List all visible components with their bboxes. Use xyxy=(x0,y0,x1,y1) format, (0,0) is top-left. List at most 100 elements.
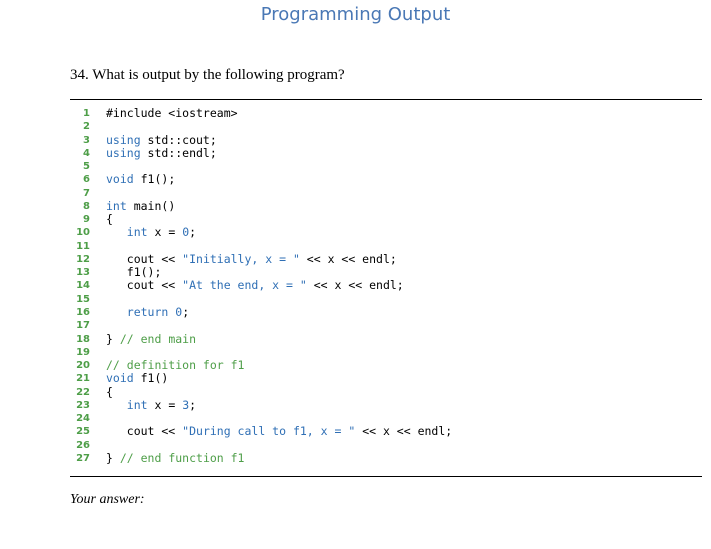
code-token: ; xyxy=(189,225,197,240)
line-number: 11 xyxy=(76,240,90,252)
line-number: 26 xyxy=(76,439,90,451)
code-bottom-rule xyxy=(70,476,702,477)
code-token xyxy=(106,305,127,319)
line-number: 3 xyxy=(83,134,90,146)
code-line: 23 int x = 3; xyxy=(70,397,702,412)
code-token: ; xyxy=(182,304,190,319)
code-token: f1(); xyxy=(133,172,176,187)
code-line: 15 xyxy=(70,293,702,306)
code-line: 26 xyxy=(70,439,702,452)
code-text: using std::cout; xyxy=(106,132,217,147)
line-number: 14 xyxy=(76,280,90,292)
code-text: int x = 3; xyxy=(106,397,197,412)
code-token: 0 xyxy=(182,225,190,240)
code-token: "At the end, x = " xyxy=(182,278,307,293)
code-token: f1(); xyxy=(106,265,162,280)
line-number: 4 xyxy=(83,147,90,159)
code-text: void f1(); xyxy=(106,173,175,186)
line-number: 16 xyxy=(76,306,90,318)
code-token: { xyxy=(106,212,113,227)
code-line: 22 { xyxy=(70,384,702,399)
line-number: 21 xyxy=(76,373,90,385)
code-token xyxy=(106,225,127,239)
page-title: Programming Output xyxy=(260,4,451,25)
answer-label: Your answer: xyxy=(70,492,145,507)
code-token: cout << xyxy=(106,424,183,439)
code-token: void xyxy=(106,371,134,386)
code-line: 16 return 0; xyxy=(70,304,702,319)
code-token: "During call to f1, x = " xyxy=(182,424,356,439)
code-text: int main() xyxy=(106,198,176,213)
code-line: 1 #include <iostream> xyxy=(70,106,702,120)
line-number: 7 xyxy=(83,187,90,199)
code-top-rule xyxy=(70,99,702,100)
question-text: 34. What is output by the following prog… xyxy=(70,67,345,83)
code-token: << x << endl; xyxy=(355,424,453,439)
code-line: 21 void f1() xyxy=(70,372,702,385)
code-line: 2 xyxy=(70,120,702,133)
code-line: 7 xyxy=(70,187,702,200)
code-line: 19 xyxy=(70,346,702,359)
code-token: << x << endl; xyxy=(306,278,404,293)
code-token: } xyxy=(106,331,120,346)
line-number: 10 xyxy=(76,227,90,239)
code-token: x = xyxy=(147,225,183,240)
code-line: 3 using std::cout; xyxy=(70,132,702,147)
code-text: } // end main xyxy=(106,331,197,346)
code-line: 13 f1(); xyxy=(70,266,702,279)
code-token: int xyxy=(106,198,127,213)
code-text: f1(); xyxy=(106,265,162,280)
line-number: 9 xyxy=(83,214,90,226)
code-token: f1() xyxy=(133,371,169,386)
line-number: 24 xyxy=(76,413,90,425)
code-token: } xyxy=(106,450,120,465)
line-number: 27 xyxy=(76,452,90,464)
code-token: int xyxy=(126,397,148,412)
code-line: 9{ xyxy=(70,212,702,227)
code-token: "Initially, x = " xyxy=(182,251,300,266)
code-line: 11 xyxy=(70,240,702,253)
code-token: return xyxy=(126,304,169,319)
code-token: using xyxy=(106,145,141,160)
line-number: 20 xyxy=(76,360,90,372)
code-token: std::cout; xyxy=(140,132,217,147)
code-text: #include <iostream> xyxy=(106,106,238,120)
code-token: ; xyxy=(189,397,197,412)
line-number: 23 xyxy=(76,399,90,411)
code-token: main() xyxy=(126,198,176,213)
code-text: // definition for f1 xyxy=(106,358,244,372)
code-token: << x << endl; xyxy=(299,251,397,266)
code-line: 27 } // end function f1 xyxy=(70,450,702,465)
line-number: 15 xyxy=(76,293,90,305)
line-number: 25 xyxy=(76,426,90,438)
code-text: cout << "Initially, x = " << x << endl; xyxy=(106,251,397,266)
code-token: cout << xyxy=(106,251,183,266)
code-line: 18} // end main xyxy=(70,331,702,346)
code-line: 10 int x = 0; xyxy=(70,226,702,239)
line-number: 6 xyxy=(83,174,90,186)
line-number: 18 xyxy=(76,333,90,345)
code-text: int x = 0; xyxy=(106,226,196,239)
line-number: 12 xyxy=(76,253,90,265)
code-token xyxy=(106,398,127,412)
code-text: void f1() xyxy=(106,372,168,385)
code-token: { xyxy=(106,384,113,399)
code-token: // end main xyxy=(119,331,197,346)
code-line: 25 cout << "During call to f1, x = " << … xyxy=(70,425,702,438)
code-token: 3 xyxy=(182,397,190,412)
code-line: 17 xyxy=(70,319,702,332)
code-text: } // end function f1 xyxy=(106,450,244,465)
line-number: 1 xyxy=(83,108,90,119)
code-token: cout << xyxy=(106,278,183,293)
code-line: 5 xyxy=(70,160,702,173)
code-token: using xyxy=(106,132,141,147)
code-line: 14 cout << "At the end, x = " << x << en… xyxy=(70,279,702,292)
code-line: 24 xyxy=(70,412,702,425)
code-line: 20 // definition for f1 xyxy=(70,358,702,372)
line-number: 13 xyxy=(76,267,90,279)
line-number: 22 xyxy=(76,386,90,398)
code-line: 6 void f1(); xyxy=(70,173,702,186)
